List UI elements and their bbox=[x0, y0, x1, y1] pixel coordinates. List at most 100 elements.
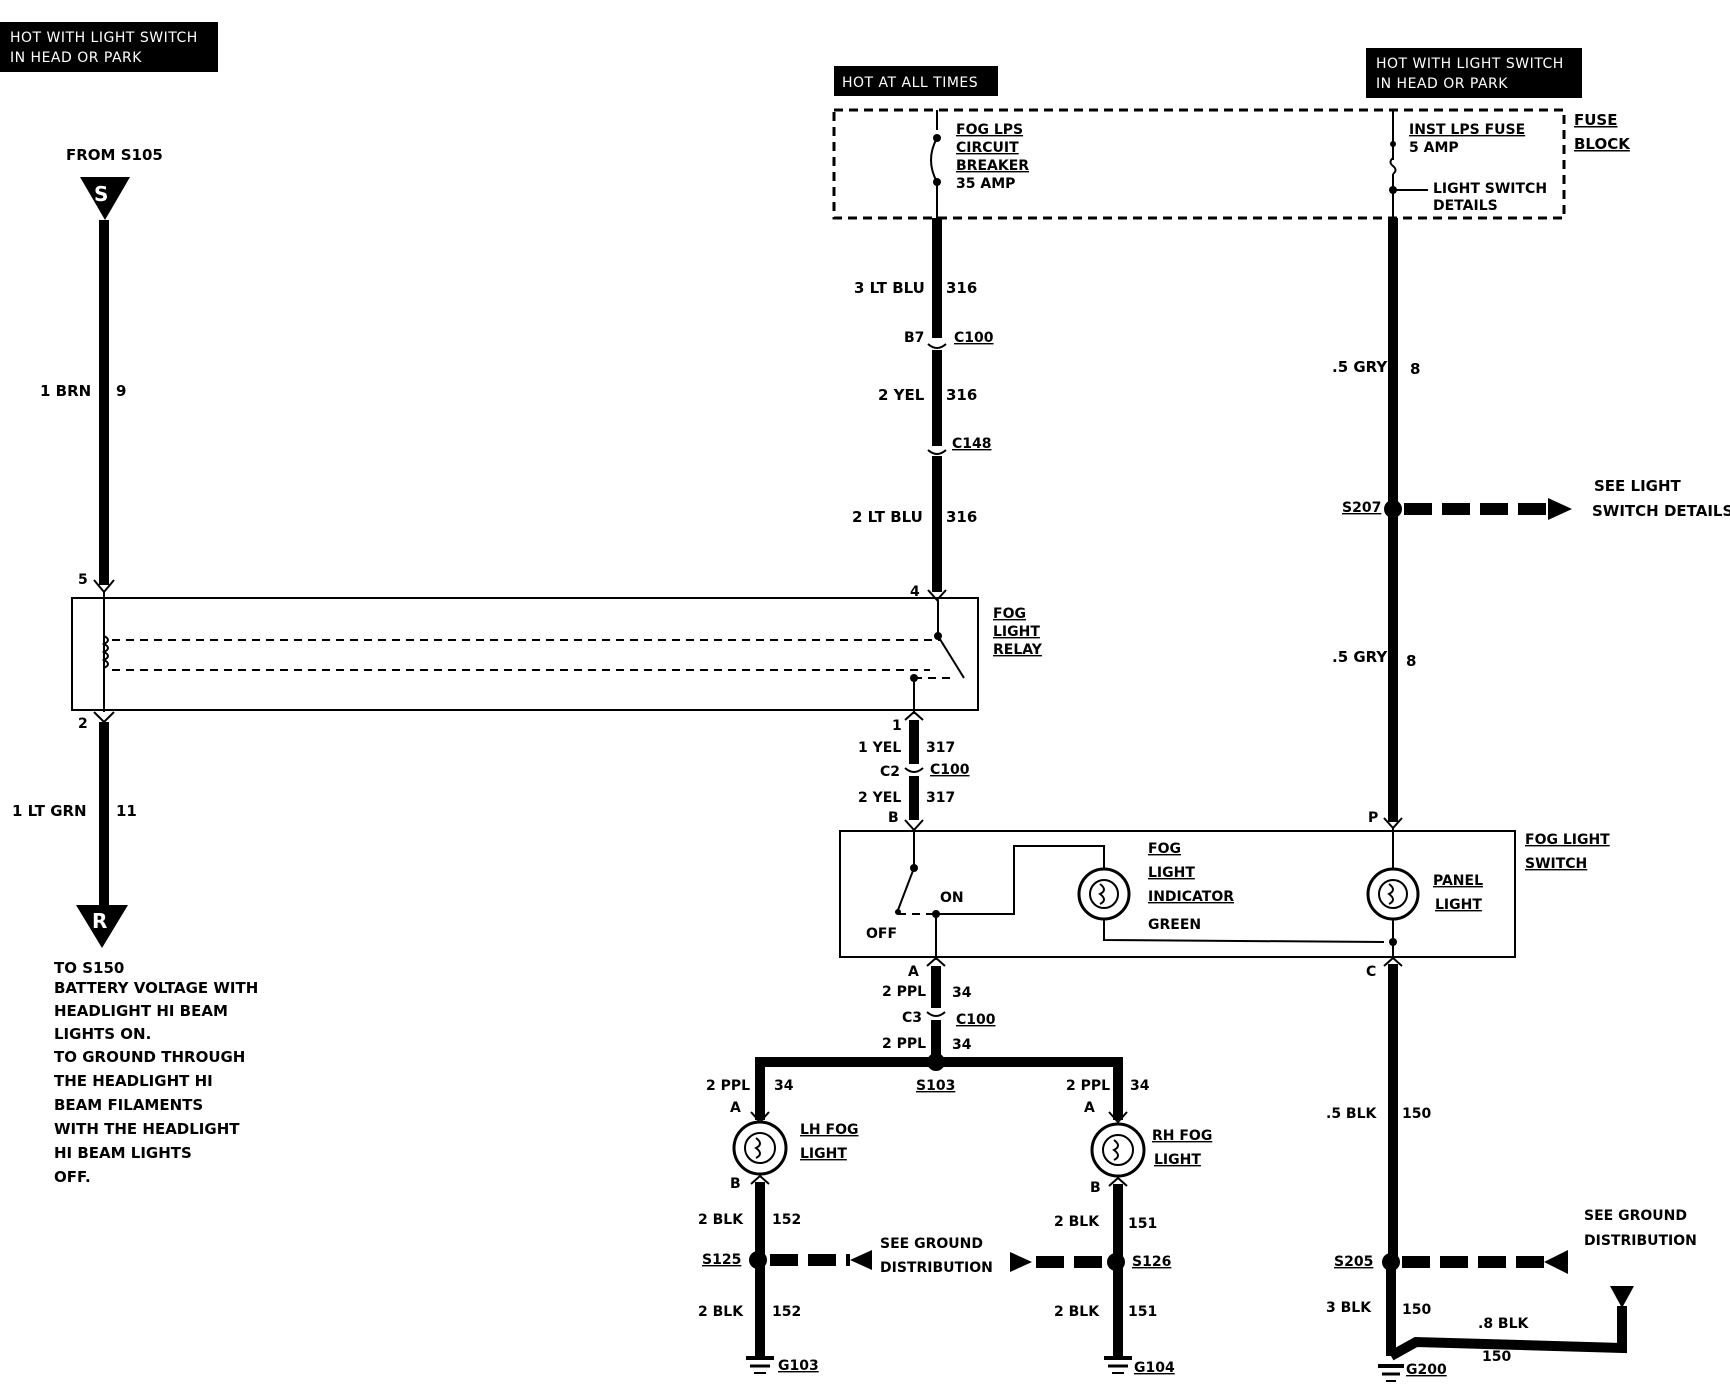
svg-text:LIGHT: LIGHT bbox=[993, 624, 1040, 640]
svg-text:317: 317 bbox=[926, 740, 955, 756]
see-details-arrow-icon bbox=[1548, 498, 1572, 520]
svg-text:R: R bbox=[92, 909, 107, 933]
svg-text:B: B bbox=[888, 810, 899, 826]
svg-text:2 YEL: 2 YEL bbox=[858, 790, 901, 806]
svg-text:HI BEAM LIGHTS: HI BEAM LIGHTS bbox=[54, 1144, 192, 1162]
svg-text:C2: C2 bbox=[880, 764, 900, 780]
svg-text:DETAILS: DETAILS bbox=[1433, 198, 1498, 214]
ground-g200-icon bbox=[1378, 1364, 1404, 1382]
fog-light-relay: FOG LIGHT RELAY bbox=[71, 592, 1043, 714]
svg-text:SEE GROUND: SEE GROUND bbox=[1584, 1208, 1687, 1224]
svg-text:S103: S103 bbox=[916, 1078, 955, 1094]
svg-text:S205: S205 bbox=[1334, 1254, 1373, 1270]
svg-text:B: B bbox=[730, 1176, 741, 1192]
svg-text:1 BRN: 1 BRN bbox=[40, 382, 91, 400]
ground-g103-icon bbox=[746, 1356, 774, 1374]
svg-text:8: 8 bbox=[1410, 360, 1420, 378]
svg-text:2 BLK: 2 BLK bbox=[698, 1304, 744, 1320]
svg-text:P: P bbox=[1368, 810, 1378, 826]
svg-text:3 BLK: 3 BLK bbox=[1326, 1300, 1372, 1316]
svg-text:TO GROUND THROUGH: TO GROUND THROUGH bbox=[54, 1048, 245, 1066]
svg-text:316: 316 bbox=[946, 279, 977, 297]
svg-text:34: 34 bbox=[952, 1037, 972, 1053]
svg-text:C: C bbox=[1366, 964, 1376, 980]
relay-coil-icon bbox=[101, 635, 109, 669]
svg-text:G104: G104 bbox=[1134, 1360, 1175, 1376]
svg-text:2 LT BLU: 2 LT BLU bbox=[852, 508, 923, 526]
switch-contact-icon bbox=[897, 867, 915, 911]
svg-text:B7: B7 bbox=[904, 330, 924, 346]
fuse-block: FUSE BLOCK FOG LPS CIRCUIT BREAKER 35 AM… bbox=[832, 108, 1631, 220]
banner-hot-at-all-times: HOT AT ALL TIMES bbox=[834, 66, 998, 96]
svg-text:C3: C3 bbox=[902, 1010, 922, 1026]
right-feed: .5 GRY 8 S207 SEE LIGHT SWITCH DETAILS .… bbox=[1332, 218, 1730, 830]
svg-text:S: S bbox=[94, 182, 108, 206]
svg-text:2 PPL: 2 PPL bbox=[1066, 1078, 1110, 1094]
svg-text:11: 11 bbox=[116, 802, 137, 820]
svg-text:2 BLK: 2 BLK bbox=[1054, 1214, 1100, 1230]
center-feed: 3 LT BLU 316 B7 C100 2 YEL 316 C148 2 LT… bbox=[852, 218, 994, 832]
svg-text:152: 152 bbox=[772, 1304, 801, 1320]
svg-text:317: 317 bbox=[926, 790, 955, 806]
svg-text:2 PPL: 2 PPL bbox=[706, 1078, 750, 1094]
svg-text:316: 316 bbox=[946, 386, 977, 404]
svg-text:LIGHT: LIGHT bbox=[800, 1146, 847, 1162]
svg-text:S207: S207 bbox=[1342, 500, 1381, 516]
ground-symbol-icon bbox=[1610, 1286, 1634, 1308]
svg-text:ON: ON bbox=[940, 890, 964, 906]
svg-text:THE HEADLIGHT HI: THE HEADLIGHT HI bbox=[54, 1072, 213, 1090]
svg-text:3 LT BLU: 3 LT BLU bbox=[854, 279, 925, 297]
svg-text:FOG: FOG bbox=[993, 606, 1026, 622]
svg-text:151: 151 bbox=[1128, 1304, 1157, 1320]
svg-text:2 YEL: 2 YEL bbox=[878, 386, 925, 404]
fog-light-switch: FOG LIGHT SWITCH ON OFF FOG LIGHT INDICA… bbox=[839, 828, 1610, 960]
left-note: TO S150 BATTERY VOLTAGE WITH HEADLIGHT H… bbox=[54, 959, 258, 1186]
svg-text:LIGHT: LIGHT bbox=[1435, 897, 1482, 913]
svg-text:RH FOG: RH FOG bbox=[1152, 1128, 1212, 1144]
svg-text:B: B bbox=[1090, 1180, 1101, 1196]
svg-text:2: 2 bbox=[78, 716, 88, 732]
svg-text:G103: G103 bbox=[778, 1358, 819, 1374]
svg-text:INDICATOR: INDICATOR bbox=[1148, 889, 1234, 905]
svg-text:SWITCH DETAILS: SWITCH DETAILS bbox=[1592, 502, 1730, 520]
svg-text:INST LPS FUSE: INST LPS FUSE bbox=[1409, 122, 1525, 138]
svg-text:S125: S125 bbox=[702, 1252, 741, 1268]
lamp-circuit: A 2 PPL 34 C3 C100 2 PPL 34 S103 2 PPL 3… bbox=[698, 956, 1212, 1376]
svg-text:HOT WITH LIGHT SWITCH: HOT WITH LIGHT SWITCH bbox=[10, 30, 198, 46]
panel-light-bulb-icon bbox=[1366, 828, 1420, 958]
banner-left: HOT WITH LIGHT SWITCH IN HEAD OR PARK bbox=[0, 22, 218, 72]
svg-text:A: A bbox=[908, 964, 919, 980]
svg-text:35 AMP: 35 AMP bbox=[956, 176, 1015, 192]
fuse-icon bbox=[1389, 110, 1428, 218]
svg-text:C100: C100 bbox=[930, 762, 970, 778]
svg-text:151: 151 bbox=[1128, 1216, 1157, 1232]
svg-text:5 AMP: 5 AMP bbox=[1409, 140, 1459, 156]
svg-text:8: 8 bbox=[1406, 652, 1416, 670]
svg-text:FOG: FOG bbox=[1148, 841, 1181, 857]
lh-ground-arrow-icon bbox=[850, 1250, 872, 1270]
svg-text:FOG LPS: FOG LPS bbox=[956, 122, 1023, 138]
svg-text:BEAM FILAMENTS: BEAM FILAMENTS bbox=[54, 1096, 203, 1114]
banner-right: HOT WITH LIGHT SWITCH IN HEAD OR PARK bbox=[1366, 48, 1582, 98]
rh-fog-light-bulb-icon bbox=[1090, 1122, 1146, 1178]
svg-text:150: 150 bbox=[1482, 1349, 1511, 1365]
svg-text:DISTRIBUTION: DISTRIBUTION bbox=[1584, 1233, 1697, 1249]
svg-text:A: A bbox=[1084, 1100, 1095, 1116]
svg-text:BREAKER: BREAKER bbox=[956, 158, 1029, 174]
svg-text:LIGHT: LIGHT bbox=[1154, 1152, 1201, 1168]
ground-g104-icon bbox=[1104, 1356, 1132, 1374]
svg-text:2 BLK: 2 BLK bbox=[698, 1212, 744, 1228]
fog-light-indicator-bulb-icon bbox=[1077, 857, 1385, 943]
svg-text:GREEN: GREEN bbox=[1148, 917, 1201, 933]
splice-r-symbol-icon bbox=[76, 905, 128, 948]
right-ground-arrow-icon bbox=[1544, 1250, 1568, 1274]
svg-text:34: 34 bbox=[1130, 1078, 1150, 1094]
svg-text:WITH THE HEADLIGHT: WITH THE HEADLIGHT bbox=[54, 1120, 240, 1138]
svg-text:2 PPL: 2 PPL bbox=[882, 984, 926, 1000]
svg-text:.5 GRY: .5 GRY bbox=[1332, 358, 1388, 376]
svg-text:4: 4 bbox=[910, 584, 920, 600]
svg-text:LIGHT: LIGHT bbox=[1148, 865, 1195, 881]
svg-text:IN HEAD OR PARK: IN HEAD OR PARK bbox=[1376, 76, 1508, 92]
lh-fog-light-bulb-icon bbox=[732, 1120, 788, 1176]
